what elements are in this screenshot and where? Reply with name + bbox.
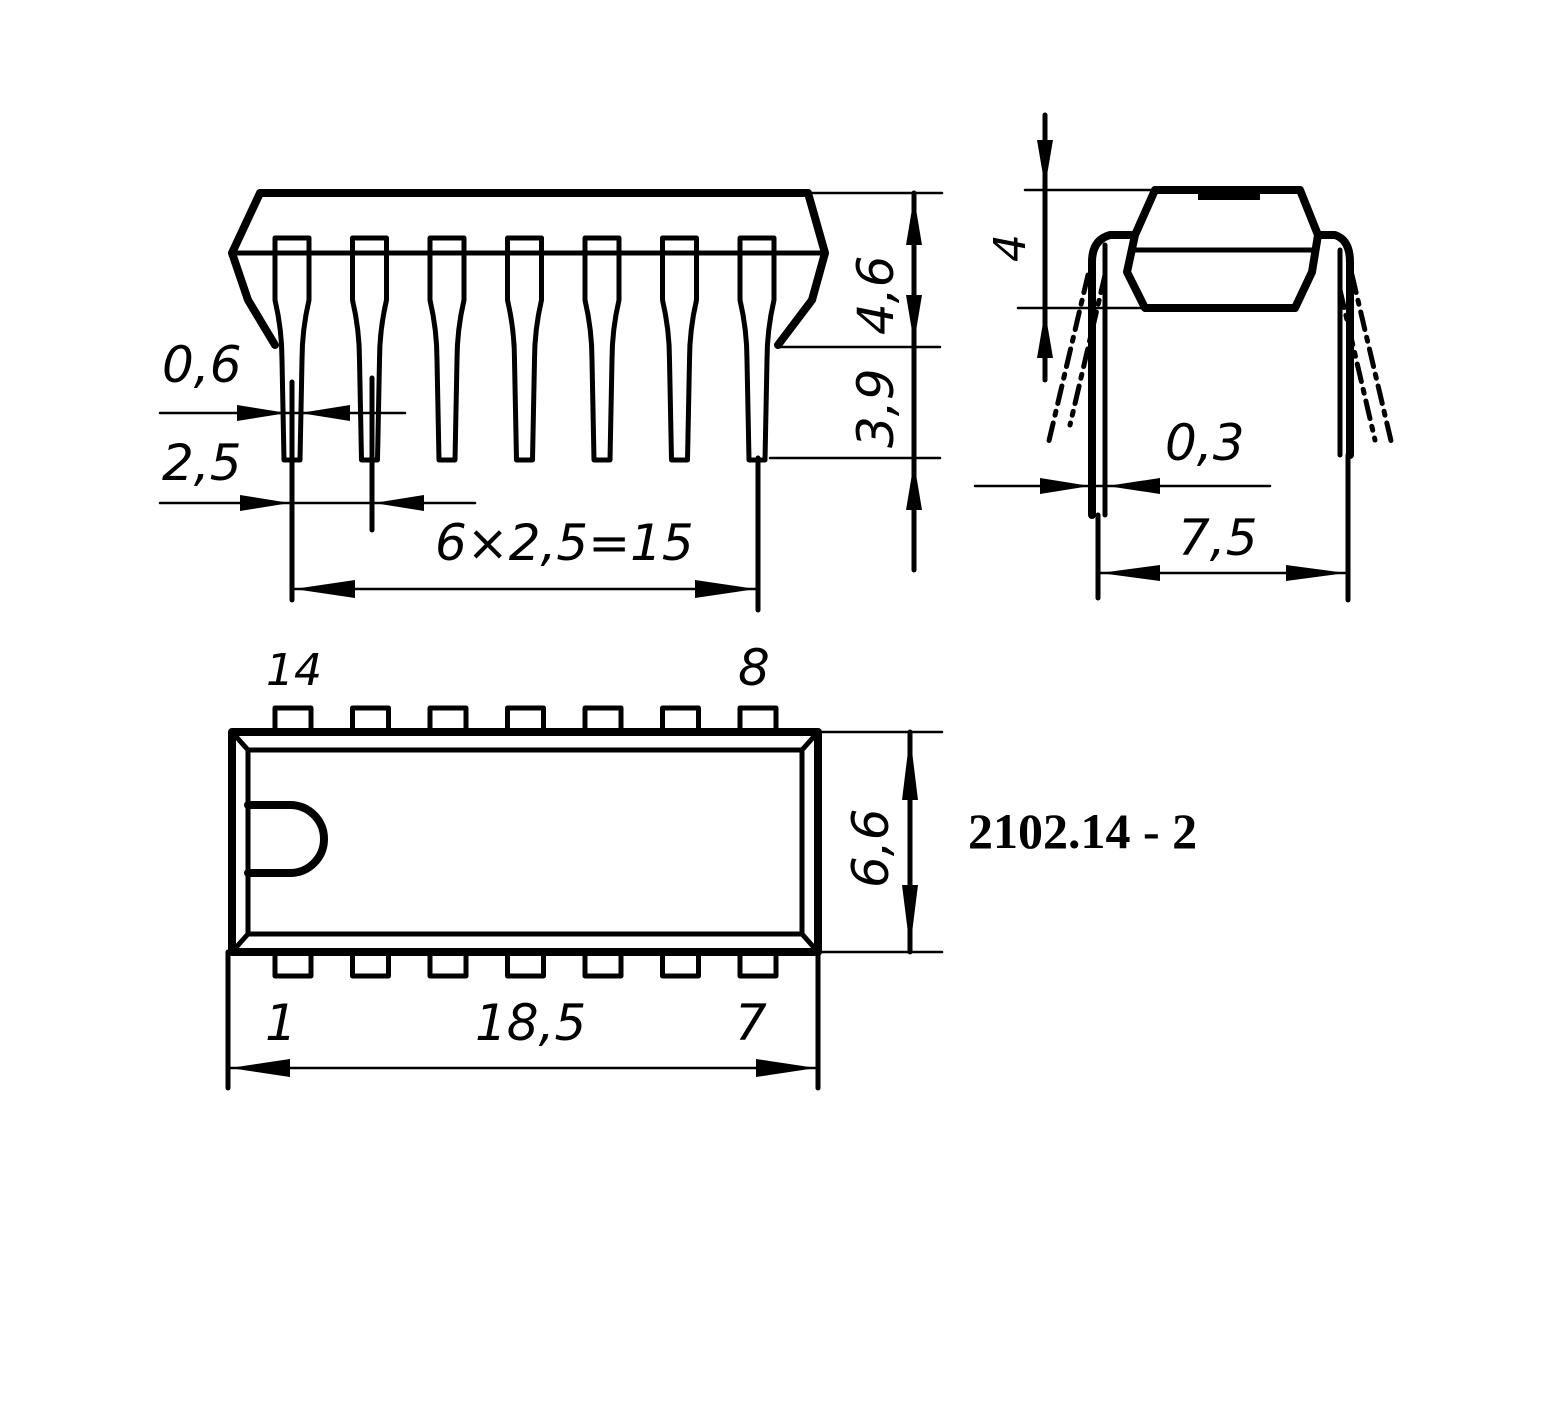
side-body-edge — [1132, 187, 1158, 238]
pin-label-7: 7 — [735, 994, 767, 1052]
arrowhead — [374, 495, 424, 511]
dim-body-length: 18,5 — [475, 994, 586, 1052]
top-body-bevel — [799, 931, 821, 955]
top-pin-tab — [582, 949, 624, 979]
side-view: 4 0,3 7,5 — [973, 112, 1395, 603]
dim-body-height: 4,6 — [847, 255, 905, 335]
arrowhead — [240, 495, 290, 511]
side-body-outline — [1123, 186, 1322, 312]
front-lead — [737, 235, 777, 463]
arrowhead — [230, 1059, 290, 1077]
front-lead — [272, 235, 312, 463]
dim-pitch: 2,5 — [162, 434, 242, 492]
top-pin-tab — [505, 705, 546, 735]
front-lead — [582, 235, 622, 463]
arrowhead — [1040, 478, 1090, 494]
top-pin-tab — [737, 949, 779, 979]
top-pin-tab — [272, 949, 314, 979]
dim-row-spacing: 7,5 — [1178, 509, 1258, 567]
dim-lead-width: 0,6 — [162, 336, 242, 394]
arrowhead — [906, 197, 922, 245]
arrowhead — [1037, 140, 1053, 187]
arrowhead — [1107, 478, 1160, 494]
dim-lead-thickness: 0,3 — [1165, 414, 1245, 472]
arrowhead — [1037, 311, 1053, 358]
front-lead — [427, 235, 467, 463]
top-view: 14 8 1 7 18,5 6,6 — [225, 639, 944, 1091]
front-lead — [660, 235, 699, 463]
top-pin-tab — [660, 949, 701, 979]
top-pin-tab — [350, 705, 391, 735]
arrowhead — [756, 1059, 816, 1077]
top-pin-tab — [427, 705, 469, 735]
front-view: 4,6 3,9 0,6 2,5 6×2,5=15 — [158, 189, 944, 613]
dim-lead-length: 3,9 — [847, 368, 905, 448]
arrowhead — [1286, 565, 1346, 581]
front-leads — [272, 235, 777, 463]
arrowhead — [237, 405, 287, 421]
top-body-inner — [245, 747, 805, 937]
pin1-notch — [244, 801, 328, 877]
side-lead-right-spread — [1349, 272, 1395, 448]
front-lead — [505, 235, 544, 463]
arrowhead — [906, 462, 922, 510]
pin-label-14: 14 — [266, 645, 322, 696]
dim-pitch-total: 6×2,5=15 — [435, 514, 694, 572]
pin-label-1: 1 — [265, 994, 297, 1052]
side-lead-right-spread-inner — [1337, 287, 1378, 443]
top-pin-tab — [660, 705, 701, 735]
arrowhead — [695, 580, 756, 598]
top-pin-tab — [350, 949, 391, 979]
dim-body-width: 6,6 — [842, 808, 900, 888]
dim-standoff: 4 — [985, 234, 1036, 262]
arrowhead — [1100, 565, 1160, 581]
top-pin-tab — [582, 705, 624, 735]
top-pins-upper — [272, 705, 779, 735]
package-designation: 2102.14 - 2 — [968, 803, 1197, 859]
arrowhead — [294, 580, 355, 598]
side-lead-left-spread — [1045, 272, 1091, 448]
top-body-bevel — [229, 729, 251, 753]
front-body-outline — [228, 189, 829, 349]
arrowhead — [902, 885, 918, 949]
top-pin-tab — [427, 949, 469, 979]
top-pin-tab — [737, 705, 779, 735]
arrowhead — [902, 735, 918, 800]
side-lead-left-spread-inner — [1067, 272, 1108, 428]
side-lead-right — [1314, 231, 1354, 459]
side-lead-left — [1088, 231, 1139, 519]
top-pins-lower — [272, 949, 779, 979]
side-body-mark — [1198, 190, 1260, 200]
top-pin-tab — [272, 705, 314, 735]
top-body-bevel — [229, 931, 251, 955]
pin-label-8: 8 — [738, 639, 770, 697]
front-lead — [350, 235, 389, 463]
top-body-bevel — [799, 729, 821, 753]
top-pin-tab — [505, 949, 546, 979]
arrowhead — [300, 405, 350, 421]
arrowhead — [906, 295, 922, 343]
